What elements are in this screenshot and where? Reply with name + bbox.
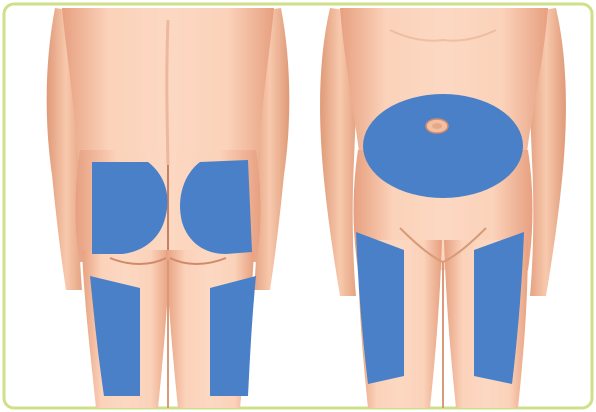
navel-center (432, 123, 442, 129)
site-abdomen (363, 94, 523, 198)
back-spine-shadow (167, 20, 168, 165)
